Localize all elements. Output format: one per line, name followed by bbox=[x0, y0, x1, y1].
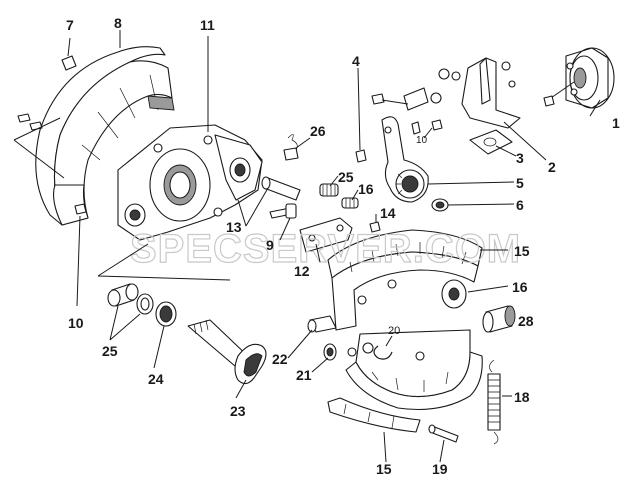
cam-roller bbox=[323, 343, 337, 361]
callout-28: 28 bbox=[518, 313, 534, 329]
callout-15-upper: 15 bbox=[514, 243, 530, 259]
callout-13: 13 bbox=[226, 219, 242, 235]
bolt bbox=[269, 203, 297, 219]
adjuster-washer bbox=[431, 198, 449, 212]
callout-3: 3 bbox=[516, 150, 524, 166]
return-plate bbox=[299, 217, 353, 253]
watermark: SPECSERVER.COM bbox=[130, 227, 521, 271]
anchor-pin-sleeve bbox=[261, 176, 301, 201]
shoe-roller bbox=[441, 279, 467, 309]
callout-16: 16 bbox=[512, 279, 528, 295]
callout-10: 10 bbox=[68, 315, 84, 331]
callout-20: 20 bbox=[388, 325, 400, 337]
camshaft-seal bbox=[155, 301, 177, 327]
callout-17: 16 bbox=[358, 181, 374, 197]
callout-9: 9 bbox=[266, 237, 274, 253]
callout-21: 21 bbox=[296, 367, 312, 383]
callout-7: 7 bbox=[66, 17, 74, 33]
small-clip bbox=[355, 149, 367, 163]
callout-10-upper: 10 bbox=[416, 135, 428, 146]
callout-27: 26 bbox=[310, 123, 326, 139]
callout-19: 19 bbox=[432, 461, 448, 477]
callout-23: 23 bbox=[230, 403, 246, 419]
callout-18: 18 bbox=[514, 389, 530, 405]
mounting-gasket bbox=[469, 129, 513, 155]
callout-25: 25 bbox=[102, 343, 118, 359]
shoe-pin bbox=[428, 424, 459, 443]
callout-2: 2 bbox=[548, 159, 556, 175]
callout-5: 5 bbox=[516, 175, 524, 191]
chamber-bracket bbox=[461, 57, 521, 129]
slack-adjuster bbox=[381, 116, 429, 203]
callout-14: 14 bbox=[380, 205, 396, 221]
callout-24: 24 bbox=[148, 371, 164, 387]
grease-fitting bbox=[283, 134, 299, 161]
roller-bushing bbox=[482, 305, 516, 333]
brake-shoe-lower bbox=[345, 329, 483, 411]
brake-chamber bbox=[543, 47, 615, 109]
callout-12: 12 bbox=[294, 263, 310, 279]
callout-4: 4 bbox=[352, 53, 360, 69]
callout-6: 6 bbox=[516, 197, 524, 213]
callout-labels: 7 8 11 26 4 1 2 3 5 6 10 25 16 14 13 9 1… bbox=[66, 15, 620, 477]
callout-1: 1 bbox=[612, 115, 620, 131]
leader-lines bbox=[13, 30, 601, 463]
spring-pin bbox=[319, 183, 359, 209]
brake-lining-lower bbox=[327, 397, 421, 433]
retainer-clip bbox=[61, 55, 77, 71]
dust-shield bbox=[35, 46, 175, 226]
clevis-and-nuts bbox=[371, 68, 461, 135]
callout-8: 8 bbox=[114, 15, 122, 31]
callout-11: 11 bbox=[200, 17, 215, 33]
roller-retainer bbox=[373, 345, 393, 360]
callout-22: 22 bbox=[272, 351, 288, 367]
return-spring bbox=[487, 359, 501, 445]
camshaft-bushings bbox=[107, 283, 154, 315]
brake-shoe-upper bbox=[327, 229, 483, 331]
washer-screw bbox=[369, 221, 381, 233]
anchor-pin bbox=[307, 315, 337, 333]
s-camshaft bbox=[187, 319, 267, 385]
callout-15-lower: 15 bbox=[376, 461, 392, 477]
callout-26: 25 bbox=[338, 169, 354, 185]
